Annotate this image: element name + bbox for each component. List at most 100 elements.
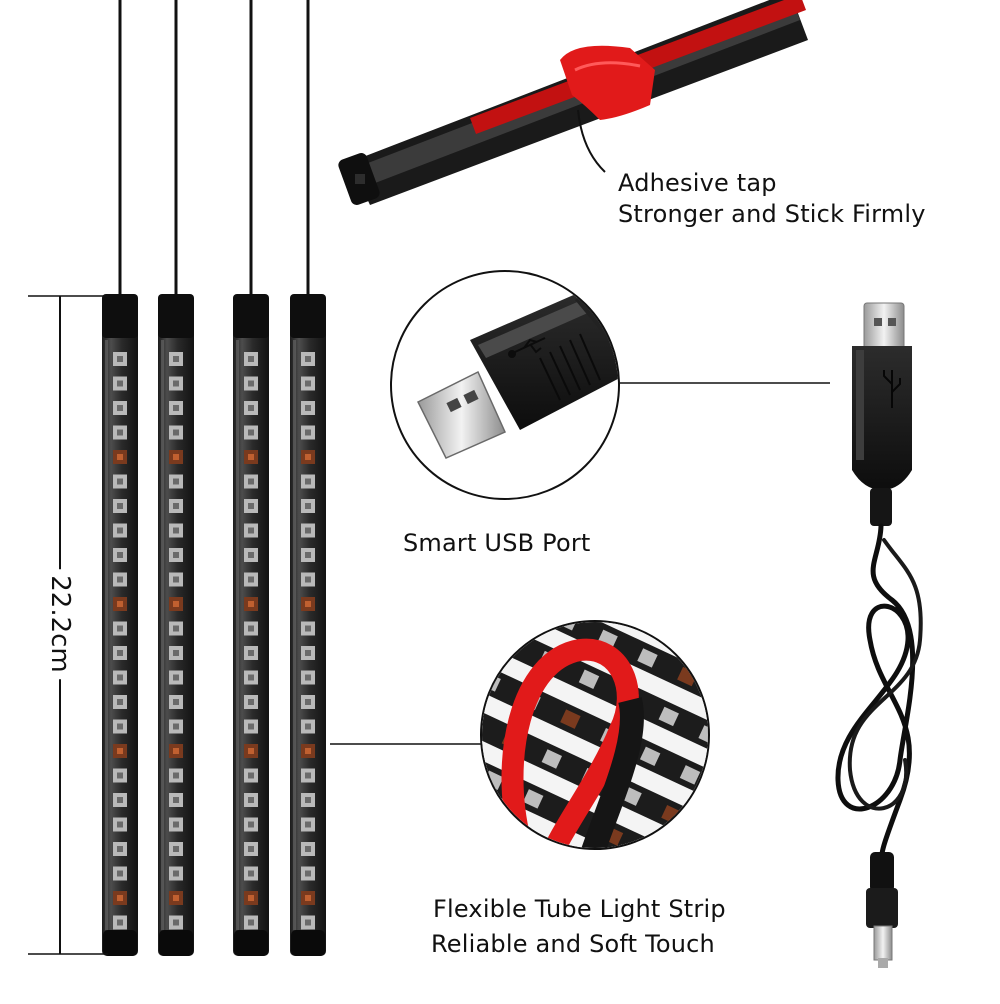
led-lens xyxy=(248,650,254,656)
usb-port-callout xyxy=(390,270,620,500)
led-lens xyxy=(248,919,254,926)
closeup-led-chip xyxy=(504,829,525,848)
led-lens xyxy=(117,380,123,387)
tube-bottom-cap xyxy=(103,930,137,956)
led-lens xyxy=(305,650,311,656)
led-lens xyxy=(117,650,123,656)
led-lens xyxy=(173,650,179,656)
led-lens xyxy=(117,821,123,828)
closeup-flex-tube xyxy=(578,697,644,848)
closeup-led-chip xyxy=(541,749,563,769)
led-lens xyxy=(305,576,311,583)
led-lens xyxy=(117,405,123,411)
led-lens xyxy=(248,748,254,754)
led-lens xyxy=(173,870,179,877)
adhesive-title: Adhesive tap xyxy=(618,169,777,197)
led-lens xyxy=(117,625,123,632)
led-lens xyxy=(173,552,179,558)
tube-highlight xyxy=(293,340,296,930)
led-lens xyxy=(173,478,179,485)
adhesive-subtitle: Stronger and Stick Firmly xyxy=(618,200,926,228)
led-tube-1 xyxy=(102,0,138,956)
closeup-led-chip xyxy=(425,792,445,811)
led-lens xyxy=(117,454,123,460)
led-lens xyxy=(305,919,311,926)
tube-bottom-cap xyxy=(159,930,193,956)
led-lens xyxy=(173,503,179,509)
led-tube-2 xyxy=(158,0,194,956)
closeup-led-chip xyxy=(518,592,538,611)
closeup-led-chip xyxy=(578,669,600,689)
led-lens xyxy=(248,454,254,460)
closeup-led-chip xyxy=(720,784,740,803)
led-lens xyxy=(305,699,311,705)
tube-title: Flexible Tube Light Strip xyxy=(433,895,726,923)
tube-highlight xyxy=(105,340,108,930)
led-lens xyxy=(305,895,311,901)
led-lens xyxy=(248,527,254,534)
closeup-led-chip xyxy=(443,752,463,771)
led-lens xyxy=(248,552,254,558)
led-lens xyxy=(248,797,254,803)
led-lens xyxy=(117,503,123,509)
led-tube-4 xyxy=(290,0,326,956)
closeup-led-chip xyxy=(701,823,708,844)
led-lens xyxy=(248,503,254,509)
usb-cable xyxy=(835,302,923,968)
closeup-led-chip xyxy=(544,847,565,848)
led-lens xyxy=(173,527,179,534)
led-lens xyxy=(248,576,254,583)
led-lens xyxy=(173,625,179,632)
led-lens xyxy=(117,895,123,901)
closeup-led-chip xyxy=(499,632,520,652)
led-lens xyxy=(173,797,179,803)
closeup-led-chip xyxy=(637,648,658,668)
led-lens xyxy=(305,846,311,852)
led-lens xyxy=(173,821,179,828)
led-lens xyxy=(248,821,254,828)
led-lens xyxy=(248,625,254,632)
led-lens xyxy=(173,846,179,852)
led-lens xyxy=(173,601,179,607)
led-lens xyxy=(173,919,179,926)
led-lens xyxy=(305,772,311,779)
led-lens xyxy=(173,723,179,730)
led-lens xyxy=(173,405,179,411)
led-lens xyxy=(117,723,123,730)
led-lens xyxy=(173,576,179,583)
tube-highlight xyxy=(161,340,164,930)
closeup-led-chip xyxy=(482,810,485,830)
led-lens xyxy=(173,356,179,362)
closeup-led-chip xyxy=(738,744,758,763)
led-lens xyxy=(305,356,311,362)
led-lens xyxy=(248,356,254,362)
tube-bottom-cap xyxy=(234,930,268,956)
led-lens xyxy=(173,748,179,754)
tube-end-cap xyxy=(233,294,269,338)
usb-logo-icon xyxy=(508,337,546,358)
closeup-led-chip xyxy=(757,704,777,723)
led-lens xyxy=(117,552,123,558)
tube-end-cap xyxy=(102,294,138,338)
closeup-led-chip xyxy=(639,746,661,767)
led-lens xyxy=(305,527,311,534)
closeup-led-chip xyxy=(523,789,544,809)
led-lens xyxy=(117,356,123,362)
led-tube-3 xyxy=(233,0,269,956)
led-lens xyxy=(117,846,123,852)
led-lens xyxy=(305,405,311,411)
led-tube-group xyxy=(102,0,326,956)
length-dimension-label: 22.2cm xyxy=(45,569,75,679)
led-lens xyxy=(248,846,254,852)
led-lens xyxy=(117,527,123,534)
led-lens xyxy=(305,723,311,730)
closeup-led-chip xyxy=(683,864,703,883)
closeup-led-chip xyxy=(482,712,483,732)
led-lens xyxy=(248,870,254,877)
tube-subtitle: Reliable and Soft Touch xyxy=(431,930,715,958)
led-lens xyxy=(173,380,179,387)
led-lens xyxy=(117,919,123,926)
adhesive-leader-line xyxy=(577,109,606,173)
led-lens xyxy=(305,625,311,632)
